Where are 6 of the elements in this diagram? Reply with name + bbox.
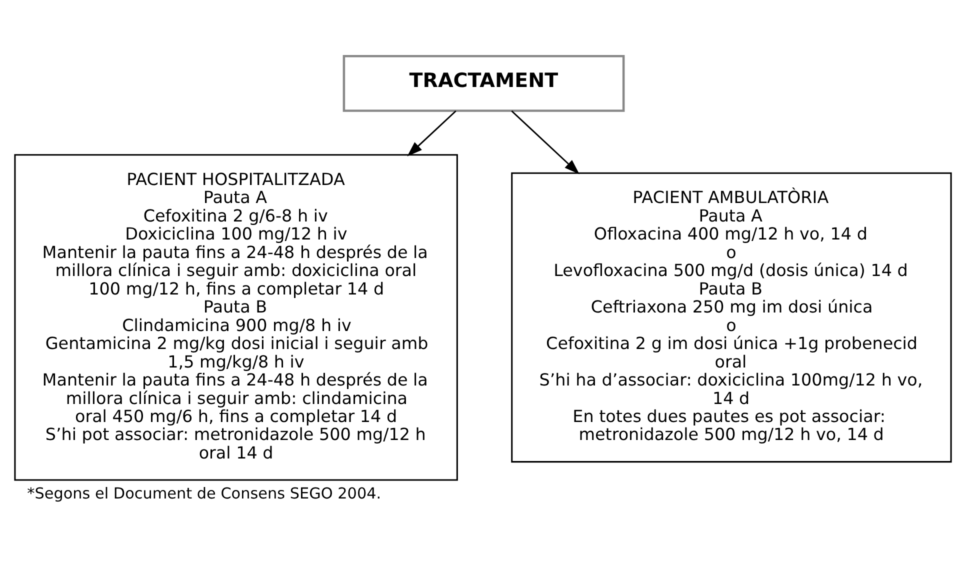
node-box: PACIENT AMBULATÒRIA Pauta A Ofloxacina 400 mg/12 h vo, 14 d o Levofloxacina 500 mg/d (dosis única) 14 d Pauta B Ceftriaxona 250 mg im dosi única o Cefoxitina 2 g im dosi única +1g probenecid oral S’hi ha d’associar: doxiciclina 100mg/12 h vo, 14 d En totes dues pautes es pot associar: metronidazole 500 mg/12 h vo, 14 d — [511, 172, 952, 463]
arrow — [407, 110, 456, 156]
node-box: PACIENT HOSPITALITZADA Pauta A Cefoxitina 2 g/6-8 h iv Doxiciclina 100 mg/12 h iv Mantenir la pauta fins a 24-48 h després de la millora clínica i seguir amb: doxiciclina oral 100 mg/12 h, fins a completar 14 d Pauta B Clindamicina 900 mg/8 h iv Gentamicina 2 mg/kg dosi inicial i seguir amb 1,5 mg/kg/8 h iv Mantenir la pauta fins a 24-48 h després de la millora clínica i seguir amb: clindamicina oral 450 mg/6 h, fins a completar 14 d S’hi pot associar: metronidazole 500 mg/12 h oral 14 d — [14, 154, 458, 481]
arrow — [511, 110, 580, 174]
node-box: TRACTAMENT — [342, 54, 625, 112]
caption: *Segons el Document de Consens SEGO 2004. — [27, 484, 382, 502]
